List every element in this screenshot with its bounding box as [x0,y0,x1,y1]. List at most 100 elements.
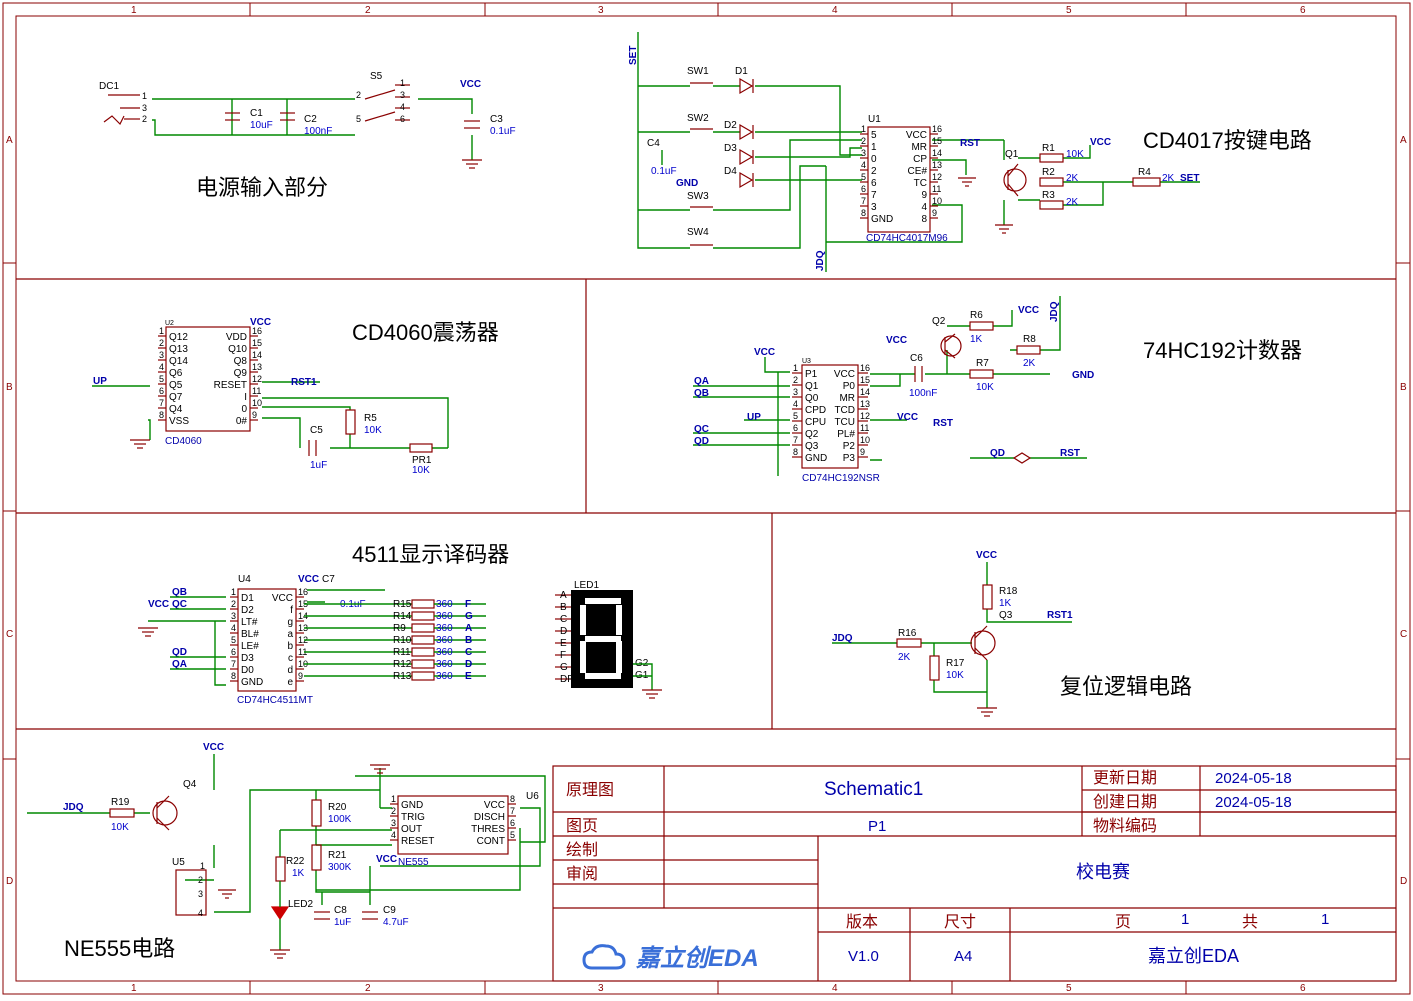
pin-name: f [290,605,293,616]
row-label: B [6,382,13,393]
pin-number: 5 [231,635,236,645]
pin-name: D2 [241,605,254,616]
pin-name: OUT [401,824,422,835]
seg-resistor-ref: R13 [393,671,412,682]
seg-c [616,641,622,673]
pin-name: TCD [834,405,855,416]
c3-value: 0.1uF [490,126,516,137]
tb-review-label: 审阅 [566,865,598,883]
pin-name: 3 [871,202,877,213]
r20-body [311,799,322,827]
rst1-net-label: RST1 [1047,610,1073,621]
row-label: D [6,876,13,887]
pin-number: 3 [861,148,866,158]
pin-name: Q13 [169,344,188,355]
r5-value: 10K [364,425,382,436]
pin-name: VCC [484,800,505,811]
led-pin-name: A [560,590,567,601]
pin-number: 15 [860,375,870,385]
pin-name: VCC [834,369,855,380]
u5-designator: U5 [172,857,185,868]
u5-relay-body [175,869,207,916]
vcc-label: VCC [976,550,997,561]
pin-name: TRIG [401,812,425,823]
pin-name: P2 [843,441,856,452]
pin-name: VCC [906,130,927,141]
frame-ticks [3,3,1410,994]
r8-designator: R8 [1023,334,1036,345]
pin-name: Q3 [805,441,819,452]
col-label: 2 [365,983,371,994]
r18-designator: R18 [999,586,1018,597]
pin-name: DISCH [474,812,505,823]
sw4: SW4 [687,227,713,246]
q1-designator: Q1 [1005,149,1019,160]
seg-resistor-ref: R15 [393,599,412,610]
gnd-symbol [642,689,662,699]
pin-name: TC [914,178,927,189]
section-title-ne555: NE555电路 [64,936,175,961]
led2-symbol [270,906,290,921]
pin-number: 4 [391,830,396,840]
r4-body [1132,177,1161,187]
sw3-designator: SW3 [687,191,709,202]
r2-designator: R2 [1042,167,1055,178]
pin-name: b [287,641,293,652]
r7-value: 10K [976,382,994,393]
r20-value: 100K [328,814,352,825]
c8-value: 1uF [334,917,351,928]
u6-body [397,795,509,855]
pr1-value: 10K [412,465,430,476]
pin-name: P1 [805,369,818,380]
pin-number: 8 [159,410,164,420]
d2-designator: D2 [724,120,737,131]
pin-name: PL# [837,429,855,440]
r6-designator: R6 [970,310,983,321]
pin-name: 0 [871,154,877,165]
r22-designator: R22 [286,856,305,867]
led1-segments [580,598,622,679]
seg-resistor-body [411,635,435,645]
led1-designator: LED1 [574,580,599,591]
seg-e [580,641,586,673]
pin-number: 14 [252,350,262,360]
sw2-designator: SW2 [687,113,709,124]
seg-resistor-ref: R11 [393,647,411,658]
pin-number: 14 [298,611,308,621]
col-label: 1 [131,983,137,994]
pin-name: Q12 [169,332,188,343]
pin-number: 12 [298,635,308,645]
seg-d [585,673,621,679]
qc-net-label: QC [694,424,709,435]
hc192-wires [693,296,1087,476]
c8-symbol [314,911,330,920]
pin-name: Q14 [169,356,188,367]
vcc-label: VCC [897,412,918,423]
led2-designator: LED2 [288,899,313,910]
vcc-label: VCC [460,79,481,90]
pin-name: CONT [477,836,505,847]
q4-transistor [152,795,178,831]
section-title-cd4017: CD4017按键电路 [1143,128,1312,153]
tb-company-title: 校电赛 [1076,862,1130,882]
seg-resistor-body [411,659,435,669]
rst1-net-label: RST1 [291,377,317,388]
r18-body [982,584,993,610]
row-label: A [6,135,13,146]
seg-net-label: G [465,611,473,622]
diodes [739,77,754,189]
tb-total-value: 1 [1321,911,1329,928]
qa-net-label: QA [694,376,709,387]
col-label: 4 [832,983,838,994]
pin-number: 6 [861,184,866,194]
pin-name: 6 [871,178,877,189]
reset-section: VCC R18 1K Q3 RST1 JDQ R16 2K R17 10K [832,550,1073,717]
sw2: SW2 [687,113,713,130]
pin-number: 6 [159,386,164,396]
led-pin-name: F [560,650,566,661]
pin-number: 1 [200,861,205,871]
r17-body [929,655,940,681]
pin-number: 5 [510,830,515,840]
vcc-label: VCC [1018,305,1039,316]
